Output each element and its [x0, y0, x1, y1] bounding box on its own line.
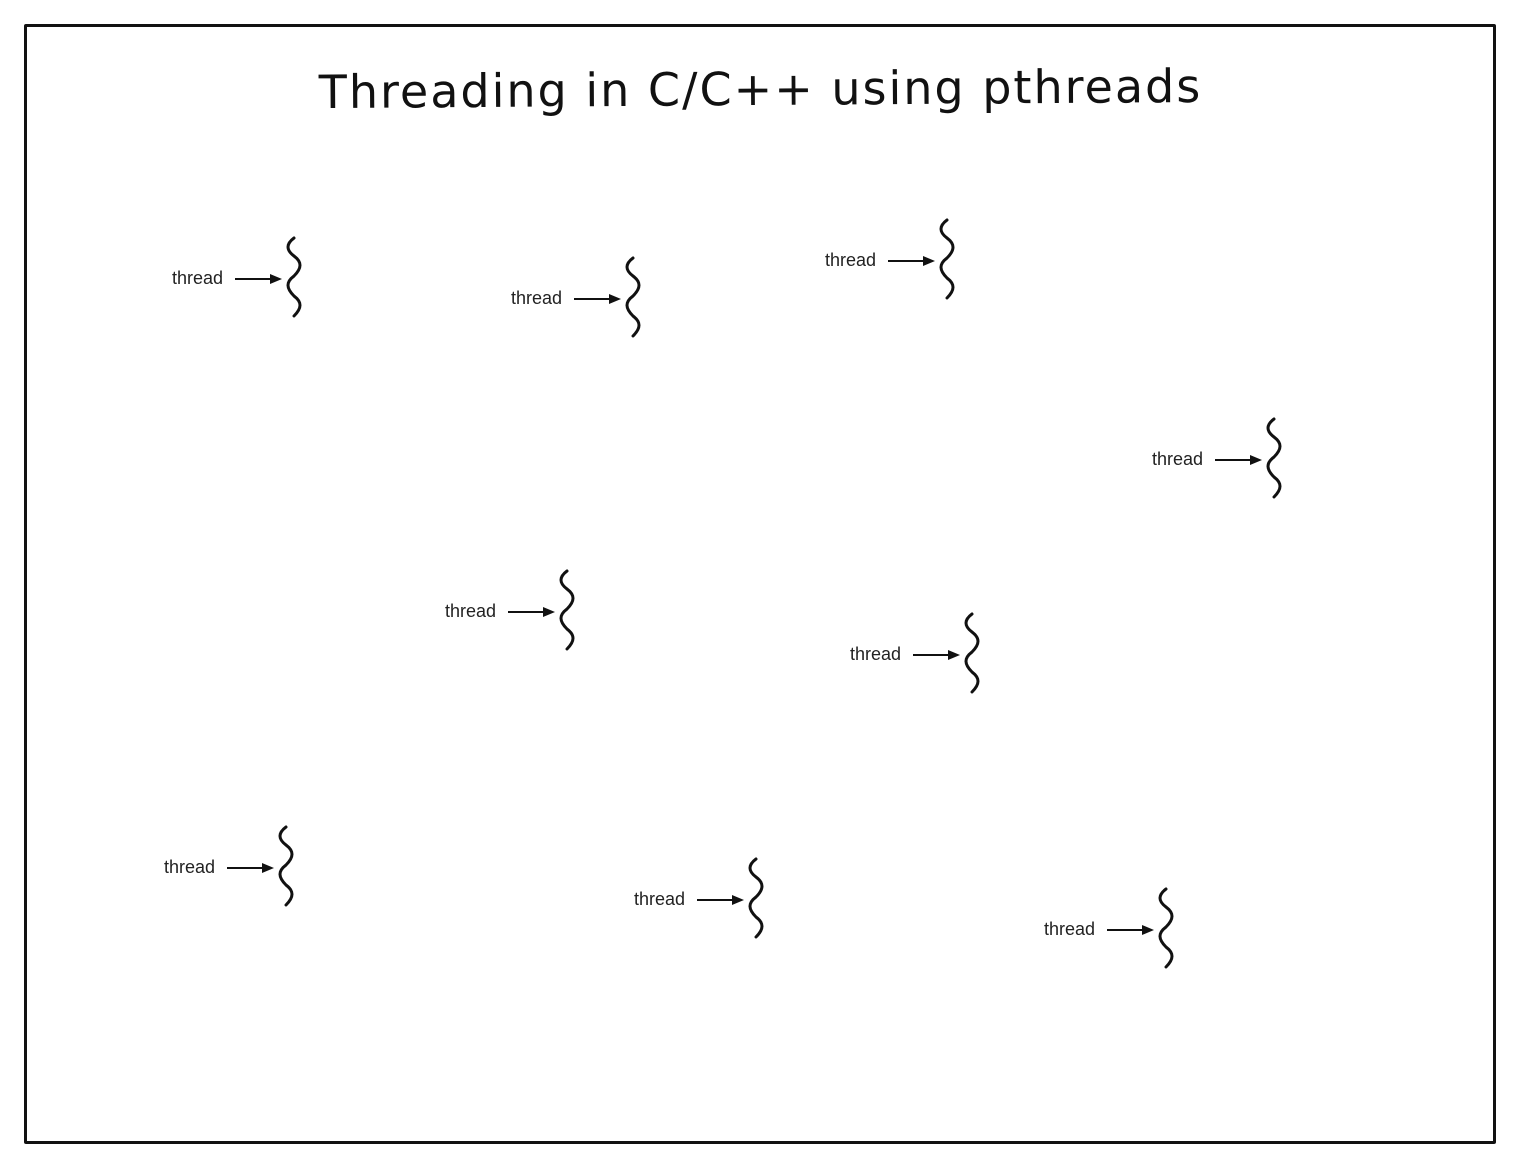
diagram-title: Threading in C/C++ using pthreads — [318, 58, 1203, 120]
thread-item: thread — [164, 825, 324, 915]
thread-label: thread — [1152, 449, 1204, 469]
thread-glyph — [888, 218, 955, 300]
thread-item: thread — [445, 569, 605, 659]
arrow-head-icon — [262, 863, 274, 873]
thread-label: thread — [1044, 919, 1096, 939]
thread-label: thread — [634, 889, 686, 909]
thread-squiggle-icon — [1158, 887, 1174, 969]
thread-squiggle-icon — [1266, 417, 1282, 499]
arrow-head-icon — [609, 294, 621, 304]
thread-item: thread — [634, 857, 794, 947]
arrow-head-icon — [923, 256, 935, 266]
thread-squiggle-icon — [559, 569, 575, 651]
thread-label: thread — [825, 250, 877, 270]
thread-squiggle-icon — [625, 256, 641, 338]
thread-item: thread — [511, 256, 671, 346]
thread-label: thread — [445, 601, 497, 621]
arrow-head-icon — [1250, 455, 1262, 465]
thread-item: thread — [172, 236, 332, 326]
thread-glyph — [235, 236, 302, 318]
arrow-head-icon — [543, 607, 555, 617]
thread-label: thread — [511, 288, 563, 308]
thread-glyph — [1215, 417, 1282, 499]
thread-squiggle-icon — [939, 218, 955, 300]
thread-item: thread — [825, 218, 985, 308]
thread-label: thread — [164, 857, 216, 877]
thread-label: thread — [850, 644, 902, 664]
thread-squiggle-icon — [278, 825, 294, 907]
arrow-head-icon — [732, 895, 744, 905]
thread-glyph — [227, 825, 294, 907]
thread-glyph — [913, 612, 980, 694]
thread-squiggle-icon — [748, 857, 764, 939]
thread-item: thread — [850, 612, 1010, 702]
thread-glyph — [508, 569, 575, 651]
thread-glyph — [697, 857, 764, 939]
thread-item: thread — [1044, 887, 1204, 977]
arrow-head-icon — [1142, 925, 1154, 935]
arrow-head-icon — [270, 274, 282, 284]
diagram-frame — [24, 24, 1496, 1144]
thread-label: thread — [172, 268, 224, 288]
thread-squiggle-icon — [286, 236, 302, 318]
thread-glyph — [1107, 887, 1174, 969]
arrow-head-icon — [948, 650, 960, 660]
thread-squiggle-icon — [964, 612, 980, 694]
thread-glyph — [574, 256, 641, 338]
thread-item: thread — [1152, 417, 1312, 507]
